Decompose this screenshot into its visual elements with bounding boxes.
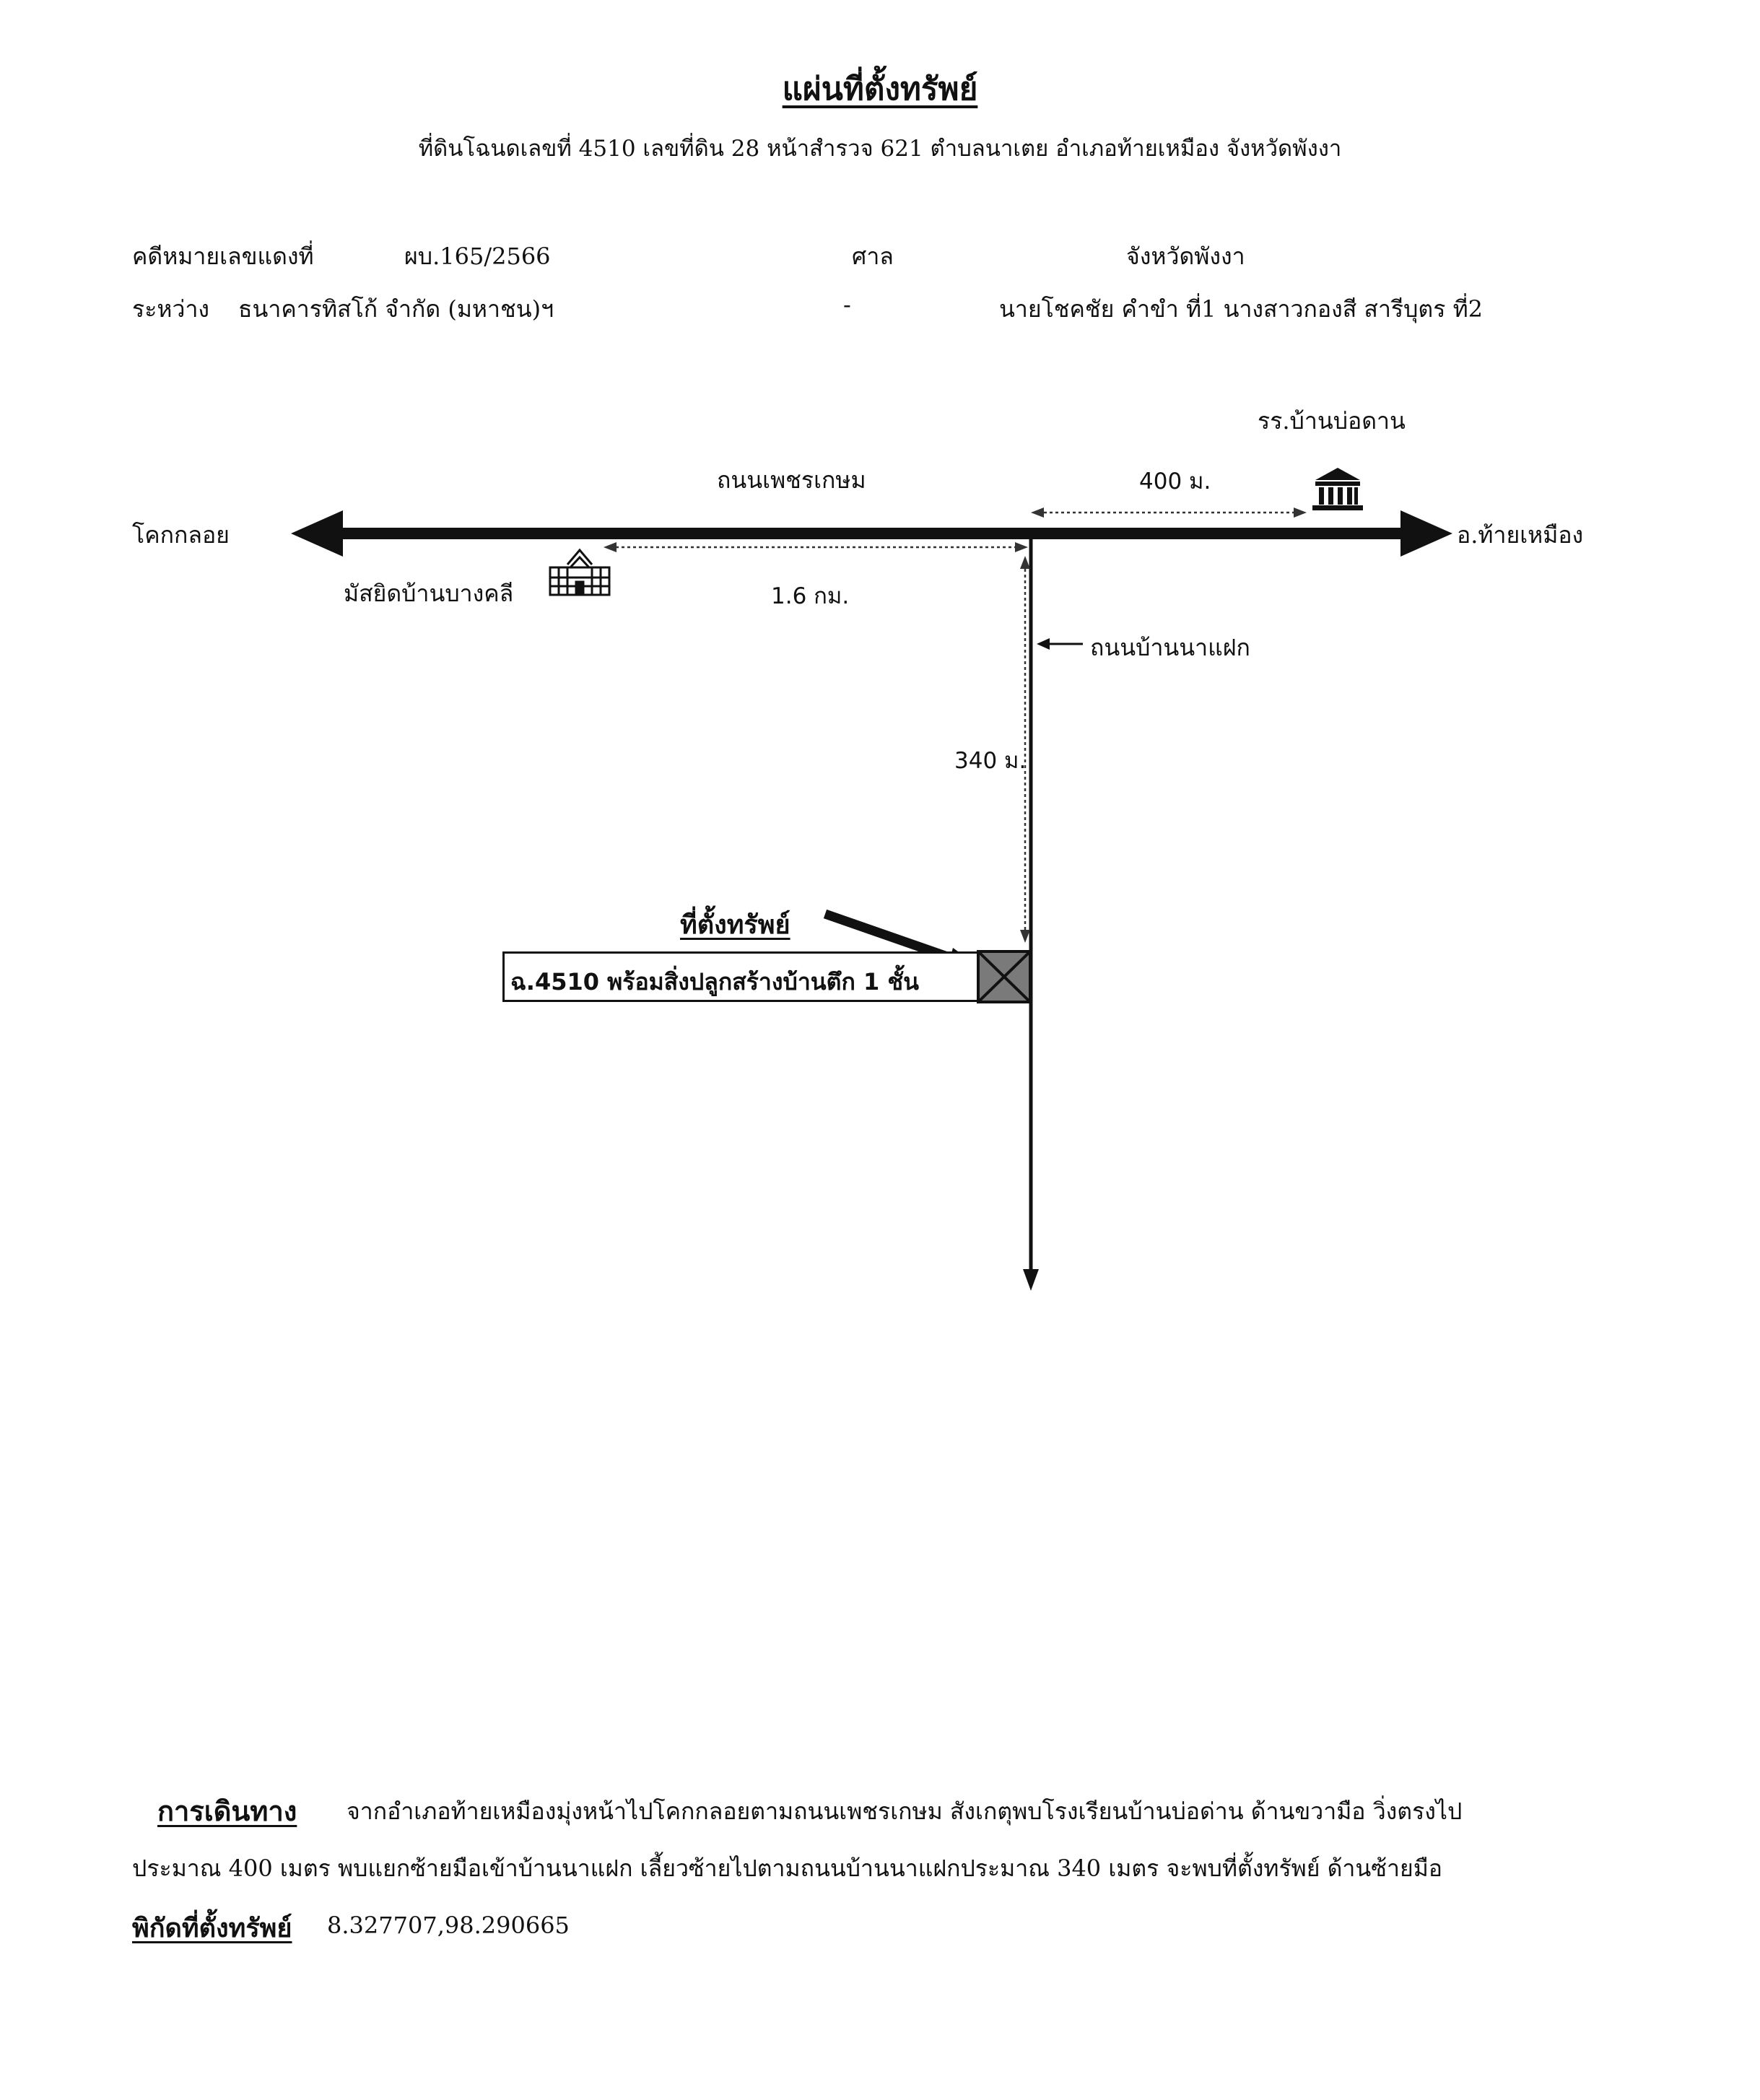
directions-line-1: จากอำเภอท้ายเหมืองมุ่งหน้าไปโคกกลอยตามถน… bbox=[347, 1798, 1463, 1825]
mosque-label: มัสยิดบ้านบางคลี bbox=[344, 580, 514, 607]
school-distance: 400 ม. bbox=[1139, 469, 1211, 494]
school-icon bbox=[1312, 468, 1363, 510]
plaintiff: ธนาคารทิสโก้ จำกัด (มหาชน)ฯ bbox=[238, 295, 554, 323]
defendants: นายโชคชัย คำขำ ที่1 นางสาวกองสี สารีบุตร… bbox=[999, 295, 1484, 323]
coordinates-label: พิกัดที่ตั้งทรัพย์ bbox=[132, 1913, 292, 1943]
main-road bbox=[291, 510, 1452, 557]
main-road-label: ถนนเพชรเกษม bbox=[717, 466, 866, 494]
arrow-west-icon bbox=[291, 510, 343, 557]
page-title: แผ่นที่ตั้งทรัพย์ bbox=[782, 71, 978, 108]
court-name: จังหวัดพังงา bbox=[1126, 243, 1245, 270]
dimension-side bbox=[1020, 556, 1030, 943]
east-destination-label: อ.ท้ายเหมือง bbox=[1457, 521, 1584, 549]
mosque-distance: 1.6 กม. bbox=[771, 583, 850, 609]
dimension-mosque bbox=[604, 542, 1028, 552]
directions-line-2: ประมาณ 400 เมตร พบแยกซ้ายมือเข้าบ้านนาแฝ… bbox=[132, 1855, 1443, 1882]
between-label: ระหว่าง bbox=[132, 295, 210, 323]
coordinates-value: 8.327707,98.290665 bbox=[327, 1912, 570, 1939]
side-road bbox=[1023, 538, 1039, 1291]
court-label: ศาล bbox=[852, 243, 894, 270]
location-title: ที่ตั้งทรัพย์ bbox=[680, 910, 790, 940]
case-number-label: คดีหมายเลขแดงที่ bbox=[132, 243, 314, 270]
side-road-label: ถนนบ้านนาแฝก bbox=[1090, 634, 1250, 661]
mosque-icon bbox=[549, 548, 611, 596]
dimension-school bbox=[1031, 507, 1307, 518]
west-destination-label: โคกกลอย bbox=[132, 521, 230, 549]
property-marker-icon bbox=[977, 950, 1032, 1003]
location-description-box: ฉ.4510 พร้อมสิ่งปลูกสร้างบ้านตึก 1 ชั้น bbox=[502, 951, 979, 1002]
parties-dash: - bbox=[843, 291, 851, 318]
side-road-distance: 340 ม. bbox=[954, 748, 1027, 774]
school-label: รร.บ้านบ่อดาน bbox=[1258, 407, 1406, 435]
location-description: ฉ.4510 พร้อมสิ่งปลูกสร้างบ้านตึก 1 ชั้น bbox=[510, 968, 919, 995]
case-number: ผบ.165/2566 bbox=[404, 243, 551, 270]
arrow-east-icon bbox=[1400, 510, 1452, 557]
page-subtitle: ที่ดินโฉนดเลขที่ 4510 เลขที่ดิน 28 หน้าส… bbox=[418, 136, 1342, 162]
side-road-pointer bbox=[1037, 638, 1083, 650]
directions-heading: การเดินทาง bbox=[157, 1795, 297, 1827]
arrow-south-icon bbox=[1023, 1269, 1039, 1291]
